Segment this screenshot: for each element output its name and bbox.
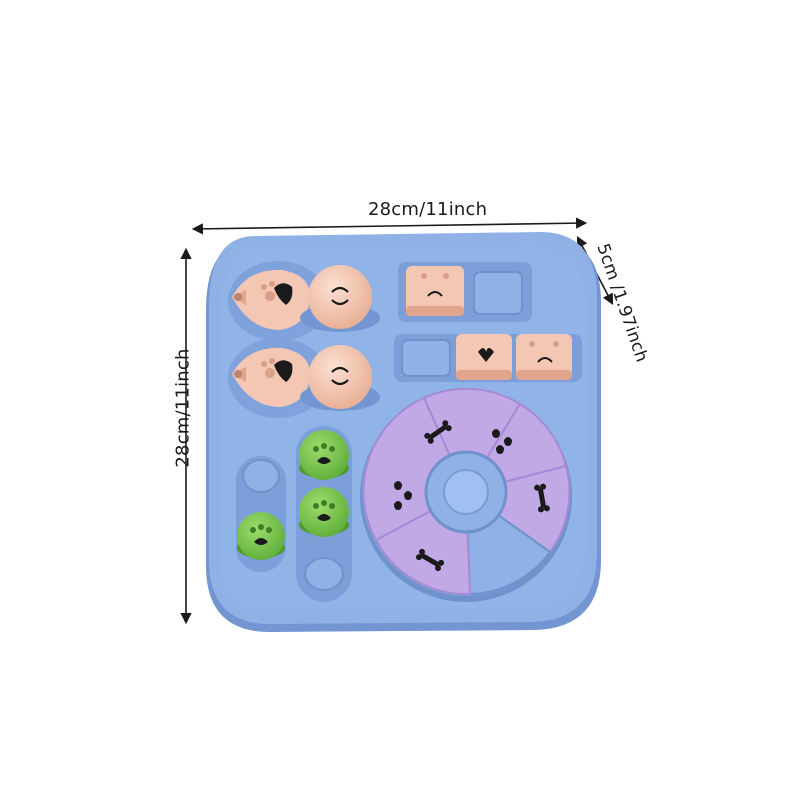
green-paw-button-lower[interactable] <box>299 487 349 537</box>
green-paw-button-left[interactable] <box>237 512 285 560</box>
peach-round-knob-top[interactable] <box>300 265 380 332</box>
width-dimension-label: 28cm/11inch <box>368 199 488 220</box>
peach-paw-cover-bottom[interactable] <box>228 338 328 418</box>
peach-round-knob-bottom[interactable] <box>300 345 380 411</box>
peach-slide-tile-2[interactable] <box>456 334 512 380</box>
rotating-wheel[interactable] <box>360 387 572 602</box>
drops-icon <box>394 481 412 510</box>
empty-slot-middle <box>401 339 451 377</box>
width-dimension-line <box>191 217 588 235</box>
drops-icon <box>492 429 512 454</box>
empty-slot-top <box>473 271 523 315</box>
bone-icon <box>424 420 452 444</box>
bone-icon <box>534 483 550 513</box>
height-dimension-label: 28cm/11inch <box>172 348 194 468</box>
peach-slide-tile-1[interactable] <box>406 266 464 316</box>
peach-slide-tile-3[interactable] <box>516 334 572 380</box>
green-paw-button-upper[interactable] <box>299 430 349 480</box>
wheel-segment-top[interactable] <box>422 387 522 495</box>
bone-icon <box>415 548 445 572</box>
